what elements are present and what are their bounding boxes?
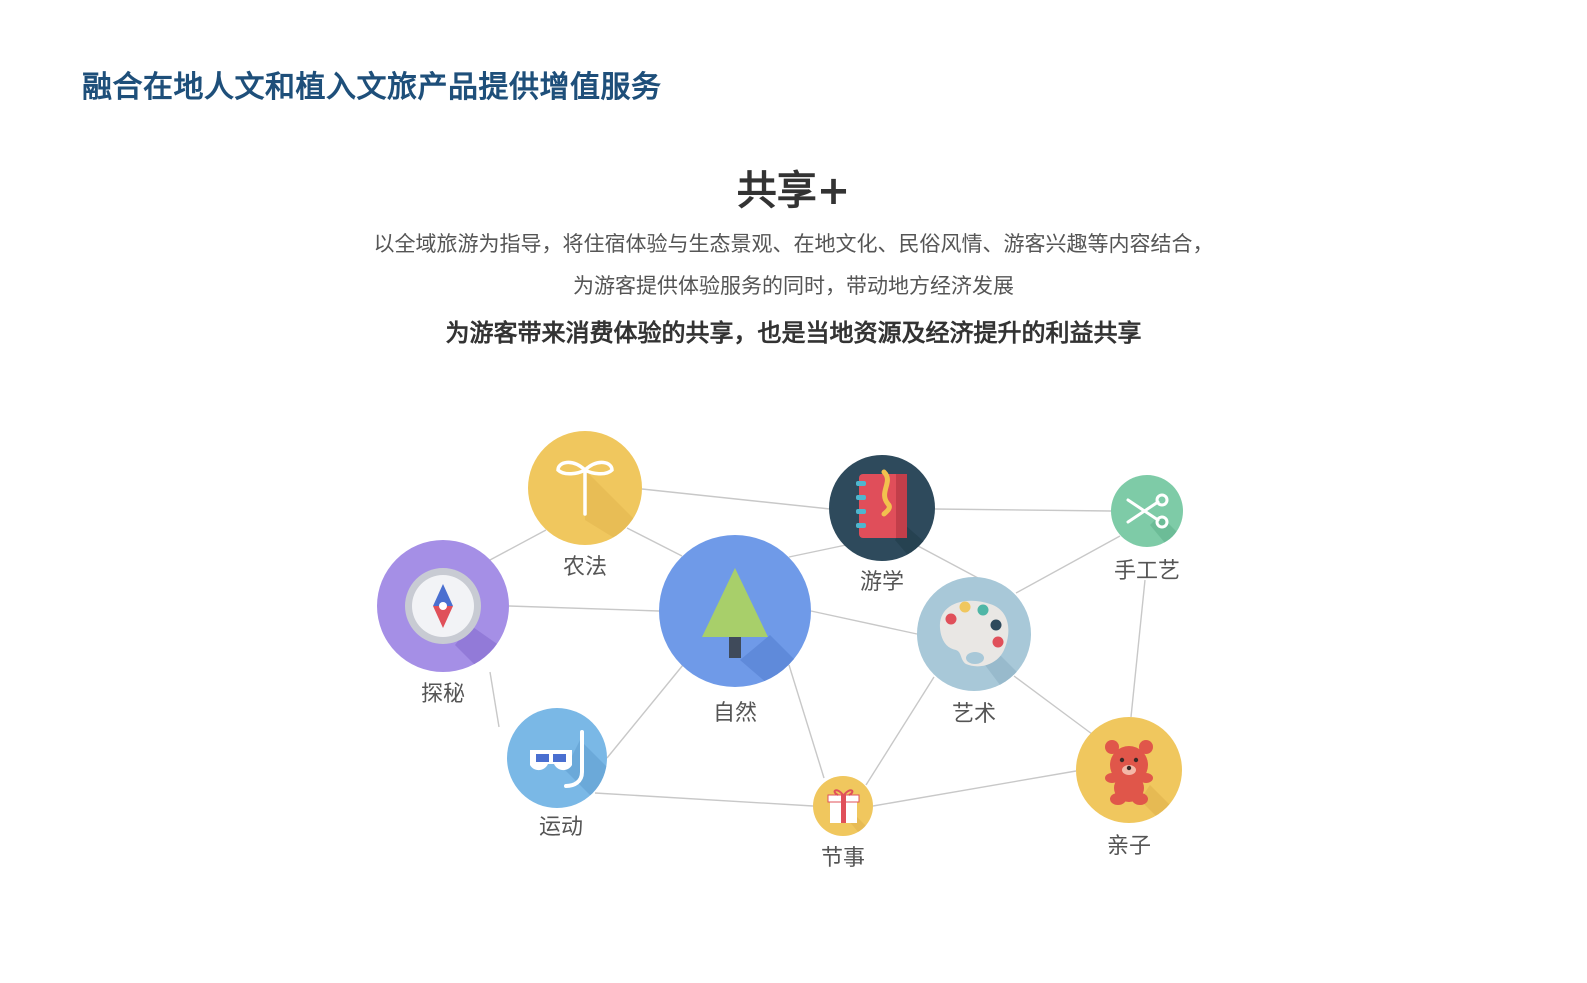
tree-icon xyxy=(702,568,768,658)
page-title: 融合在地人文和植入文旅产品提供增值服务 xyxy=(82,70,662,105)
node-label-yishu: 艺术 xyxy=(952,702,996,727)
node-shougongyi: 手工艺 xyxy=(1111,475,1183,584)
compass-icon xyxy=(405,568,481,644)
node-qinzi: 亲子 xyxy=(1076,717,1182,859)
node-label-yundong: 运动 xyxy=(539,815,583,840)
node-tanmi: 探秘 xyxy=(377,540,509,707)
edge-line xyxy=(872,770,1077,807)
headline: 共享+ xyxy=(736,168,851,214)
node-label-tanmi: 探秘 xyxy=(421,682,465,707)
node-label-ziran: 自然 xyxy=(713,701,757,726)
palette-icon xyxy=(939,600,1009,667)
teddy-bear-icon xyxy=(1105,740,1153,805)
edge-line xyxy=(934,508,1112,512)
node-yundong: 运动 xyxy=(507,708,607,840)
edge-line xyxy=(489,671,500,728)
node-jieshi: 节事 xyxy=(813,776,873,871)
edge-line xyxy=(1015,535,1121,594)
edge-line xyxy=(606,664,684,759)
edge-line xyxy=(508,605,660,612)
edge-line xyxy=(489,529,547,561)
description-line-2: 为游客提供体验服务的同时，带动地方经济发展 xyxy=(573,274,1014,298)
edge-line xyxy=(810,610,918,635)
node-youxue: 游学 xyxy=(829,455,935,595)
edge-line xyxy=(1130,579,1146,718)
node-yishu: 艺术 xyxy=(917,577,1031,727)
node-label-nongfa: 农法 xyxy=(563,555,607,580)
node-label-qinzi: 亲子 xyxy=(1107,834,1151,859)
scissors-icon xyxy=(1126,493,1169,529)
connection-lines xyxy=(489,488,1146,807)
edge-line xyxy=(788,544,847,558)
node-nongfa: 农法 xyxy=(528,431,642,580)
node-label-shougongyi: 手工艺 xyxy=(1114,559,1180,584)
edge-line xyxy=(788,664,825,779)
node-label-youxue: 游学 xyxy=(860,570,904,595)
notebook-icon xyxy=(856,469,907,538)
node-ziran: 自然 xyxy=(659,535,811,726)
edge-line xyxy=(1013,675,1093,735)
edge-line xyxy=(641,488,831,510)
description-line-1: 以全域旅游为指导，将住宿体验与生态景观、在地文化、民俗风情、游客兴趣等内容结合， xyxy=(373,232,1214,256)
emphasis-text: 为游客带来消费体验的共享，也是当地资源及经济提升的利益共享 xyxy=(445,319,1142,347)
snorkel-mask-icon xyxy=(530,730,584,788)
sprout-icon xyxy=(556,460,614,516)
node-label-jieshi: 节事 xyxy=(821,846,865,871)
edge-line xyxy=(917,545,979,579)
edge-line xyxy=(626,527,683,557)
edge-line xyxy=(594,792,814,807)
gift-icon xyxy=(827,789,860,823)
edge-line xyxy=(865,676,935,786)
